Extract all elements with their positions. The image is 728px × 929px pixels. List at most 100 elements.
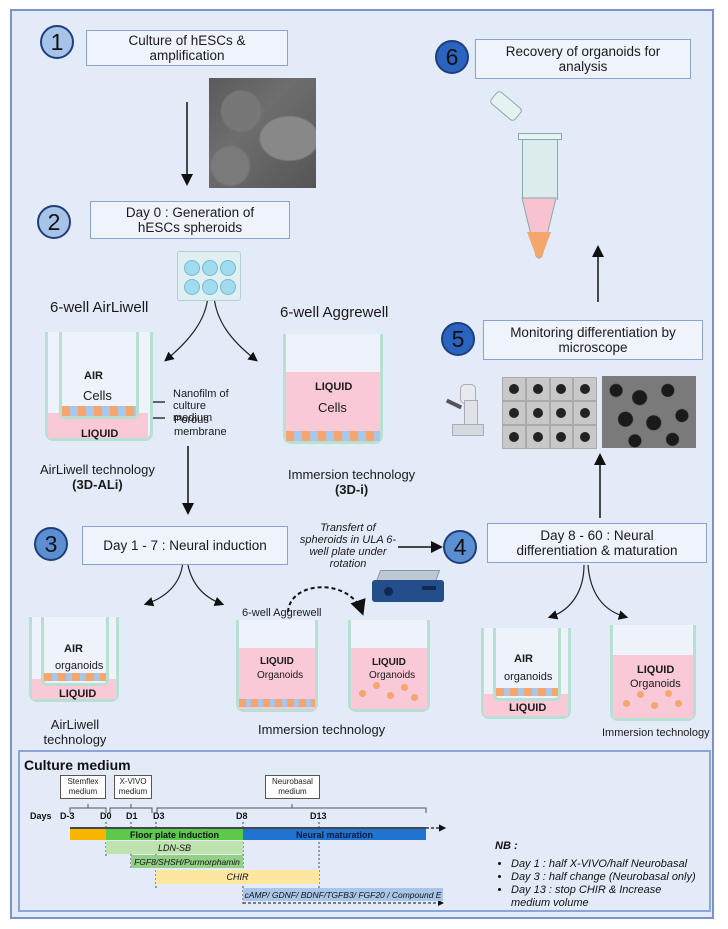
step-number: 5 bbox=[451, 325, 465, 352]
air-label: AIR bbox=[514, 653, 533, 665]
arrow-plate-left bbox=[164, 295, 209, 362]
day-tick-d8: D8 bbox=[236, 811, 248, 821]
immersion-organoids-label: Organoids bbox=[630, 678, 681, 690]
tech-name: Immersion technology bbox=[288, 467, 416, 482]
step-5-box: Monitoring differentiation by microscope bbox=[483, 320, 703, 360]
day-tick-d3: D3 bbox=[153, 811, 165, 821]
liquid-label: LIQUID bbox=[81, 428, 119, 440]
ula-organoids-label: Organoids bbox=[369, 670, 416, 681]
day-tick-d1: D1 bbox=[126, 811, 138, 821]
day-tick-d13: D13 bbox=[310, 811, 327, 821]
ldn-sb-bar: LDN-SB bbox=[106, 841, 243, 854]
microwell-image bbox=[502, 377, 597, 449]
medium-box-stemflex: Stemflex medium bbox=[60, 775, 106, 799]
step-3-box: Day 1 - 7 : Neural induction bbox=[82, 526, 288, 565]
transfer-note: Transfert of spheroids in ULA 6-well pla… bbox=[299, 522, 397, 570]
air-label: AIR bbox=[64, 643, 83, 655]
arrow-3-left bbox=[143, 559, 184, 607]
medium-box-xvivo: X-VIVO medium bbox=[114, 775, 152, 799]
tech-name: AirLiwell technology bbox=[40, 462, 155, 477]
nanofilm-label: Nanofilm of culture medium bbox=[173, 388, 229, 424]
step-3-badge: 3 bbox=[34, 527, 68, 561]
step-number: 3 bbox=[44, 530, 58, 557]
step-label: Recovery of organoids for analysis bbox=[505, 44, 661, 74]
step-label: Monitoring differentiation by microscope bbox=[510, 325, 676, 355]
aggrewell-well-organoids bbox=[236, 620, 318, 712]
nb-notes: NB : Day 1 : half X-VIVO/half Neurobasal… bbox=[495, 840, 696, 910]
chir-bar: CHIR bbox=[156, 870, 319, 884]
arrow-transfer-dotted bbox=[287, 586, 366, 616]
ula-liquid-label: LIQUID bbox=[372, 657, 406, 668]
ula-well-organoids bbox=[348, 620, 430, 712]
stemflex-bar bbox=[70, 829, 106, 840]
step-4-badge: 4 bbox=[443, 530, 477, 564]
aggrewell-label: 6-well Aggrewell bbox=[242, 607, 322, 619]
airliwell-tech-label: AirLiwell technology(3D-ALi) bbox=[40, 462, 155, 492]
step-6-badge: 6 bbox=[435, 40, 469, 74]
arrow-plate-right bbox=[213, 295, 258, 362]
culture-medium-title: Culture medium bbox=[24, 757, 131, 773]
nb-list: Day 1 : half X-VIVO/half Neurobasal Day … bbox=[495, 858, 696, 910]
cells-label: Cells bbox=[83, 388, 112, 403]
arrow-4-right bbox=[587, 564, 629, 620]
days-label: Days bbox=[30, 811, 52, 821]
organoids-label: organoids bbox=[55, 660, 104, 672]
aggrewell-liquid-label: LIQUID bbox=[315, 381, 353, 393]
hesc-micrograph bbox=[209, 78, 316, 188]
step-2-badge: 2 bbox=[37, 205, 71, 239]
nb-item: Day 1 : half X-VIVO/half Neurobasal bbox=[511, 858, 696, 871]
camp-bar: cAMP/ GDNF/ BDNF/TGFB3/ FGF20 / Compound… bbox=[243, 888, 443, 901]
liquid-label: LIQUID bbox=[59, 688, 97, 700]
immersion-tech-label: Immersion technology bbox=[602, 727, 710, 739]
step-label: Day 8 - 60 : Neural differentiation & ma… bbox=[516, 528, 678, 558]
step-2-box: Day 0 : Generation of hESCs spheroids bbox=[90, 201, 290, 239]
immersion-liquid-label: LIQUID bbox=[637, 664, 675, 676]
aggrewell-cells-label: Cells bbox=[318, 400, 347, 415]
immersion-well-maturation bbox=[610, 625, 696, 721]
tech-code: (3D-ALi) bbox=[72, 477, 123, 492]
neural-maturation-bar: Neural maturation bbox=[243, 829, 426, 840]
eppendorf-tube-icon bbox=[484, 89, 564, 263]
day-tick-d0: D0 bbox=[100, 811, 112, 821]
liquid-label: LIQUID bbox=[509, 702, 547, 714]
floor-plate-bar: Floor plate induction bbox=[106, 829, 243, 840]
aggrewell-liquid-label: LIQUID bbox=[260, 656, 294, 667]
nb-item: Day 3 : half change (Neurobasal only) bbox=[511, 871, 696, 884]
six-well-plate-icon bbox=[177, 251, 241, 301]
airliwell-tech-label: AirLiwell technology bbox=[43, 717, 107, 747]
step-label: Culture of hESCs & amplification bbox=[128, 33, 246, 63]
step-number: 6 bbox=[445, 43, 459, 70]
aggrewell-title: 6-well Aggrewell bbox=[280, 304, 389, 321]
organoids-label: organoids bbox=[504, 671, 553, 683]
step-number: 4 bbox=[453, 533, 467, 560]
aggrewell-organoids-label: Organoids bbox=[257, 670, 304, 681]
microscope-icon bbox=[445, 384, 486, 436]
organoid-micrograph bbox=[602, 376, 696, 448]
step-number: 2 bbox=[47, 208, 61, 235]
airliwell-well-organoids bbox=[29, 617, 119, 703]
arrow-4-left bbox=[547, 564, 585, 620]
airliwell-well bbox=[45, 332, 153, 442]
step-label: Day 0 : Generation of hESCs spheroids bbox=[125, 205, 255, 235]
porous-membrane-label: Porous membrane bbox=[174, 414, 227, 438]
step-number: 1 bbox=[50, 28, 64, 55]
aggrewell-well bbox=[283, 334, 383, 444]
step-1-box: Culture of hESCs & amplification bbox=[86, 30, 288, 66]
airliwell-title: 6-well AirLiwell bbox=[50, 299, 149, 316]
day-tick-d-3: D-3 bbox=[60, 811, 75, 821]
airliwell-well-maturation bbox=[481, 628, 571, 720]
tech-code: (3D-i) bbox=[334, 482, 369, 497]
medium-box-neurobasal: Neurobasal medium bbox=[265, 775, 320, 799]
immersion-tech-label: Immersion technology bbox=[258, 722, 386, 737]
orbital-shaker-icon bbox=[372, 570, 444, 606]
step-6-box: Recovery of organoids for analysis bbox=[475, 39, 691, 79]
step-4-box: Day 8 - 60 : Neural differentiation & ma… bbox=[487, 523, 707, 563]
air-label: AIR bbox=[84, 370, 103, 382]
nb-item: Day 13 : stop CHIR & Increase medium vol… bbox=[511, 884, 671, 910]
step-1-badge: 1 bbox=[40, 25, 74, 59]
immersion-tech-label: Immersion technology(3D-i) bbox=[288, 467, 415, 497]
step-5-badge: 5 bbox=[441, 322, 475, 356]
step-label: Day 1 - 7 : Neural induction bbox=[103, 538, 267, 553]
fgf8-bar: FGF8/SHSH/Purmorphamin bbox=[131, 855, 243, 868]
